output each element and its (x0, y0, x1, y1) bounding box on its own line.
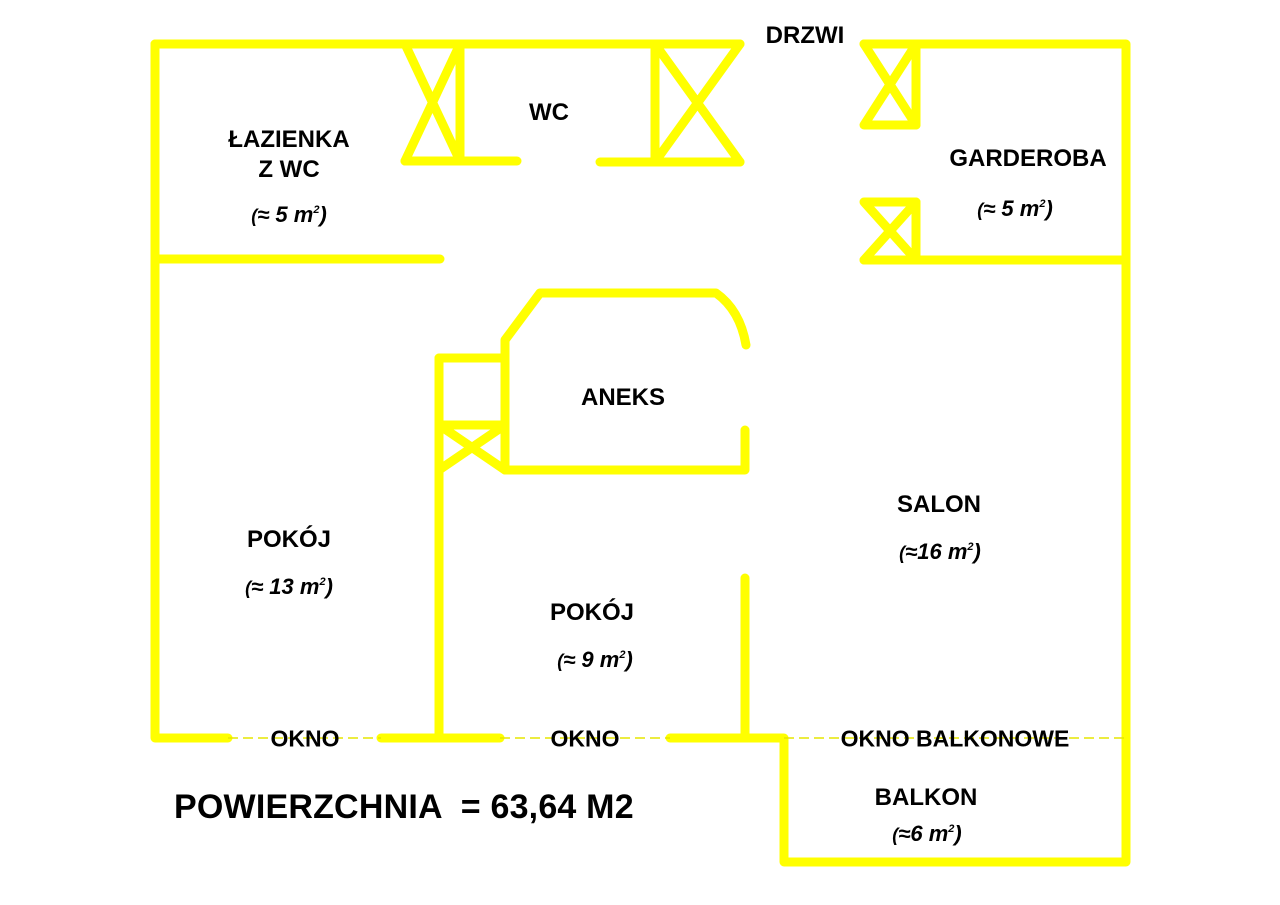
room-balkon-name: BALKON (874, 784, 978, 811)
window-label-1: OKNO (270, 725, 340, 752)
room-lazienka-line1: ŁAZIENKA (228, 126, 350, 153)
room-garderoba-area: (≈ 5 m2) (977, 196, 1053, 221)
door-cross-garderoba-lower (859, 197, 921, 265)
door-cross-bathroom (400, 39, 465, 166)
room-aneks-name: ANEKS (580, 384, 666, 411)
room-pokoj-large-name: POKÓJ (246, 526, 332, 553)
door-cross-shaft (434, 420, 510, 475)
room-balkon-area: (≈6 m2) (892, 821, 962, 846)
door-symbols (400, 39, 921, 475)
wall-top-right (665, 39, 1131, 867)
room-lazienka-name: ŁAZIENKA Z WC (228, 125, 349, 185)
room-garderoba-name: GARDEROBA (949, 145, 1107, 172)
door-cross-garderoba-upper (859, 39, 921, 130)
room-wc-name: WC (529, 99, 569, 126)
room-pokoj-small-name: POKÓJ (549, 599, 635, 626)
window-label-2: OKNO (550, 725, 620, 752)
room-salon-area: (≈16 m2) (899, 539, 981, 564)
room-lazienka-area: (≈ 5 m2) (251, 202, 327, 227)
wall-outer-left (150, 39, 233, 743)
wall-aneks (500, 288, 751, 475)
room-pokoj-large-area: (≈ 13 m2) (245, 574, 333, 599)
room-lazienka-line2: Z WC (258, 156, 320, 183)
door-cross-wc (650, 39, 745, 167)
window-label-balcony: OKNO BALKONOWE (840, 725, 1070, 752)
room-pokoj-small-area: (≈ 9 m2) (557, 647, 633, 672)
door-label: DRZWI (765, 22, 845, 49)
total-area: POWIERZCHNIA = 63,64 M2 (174, 788, 634, 826)
room-salon-name: SALON (897, 491, 981, 518)
